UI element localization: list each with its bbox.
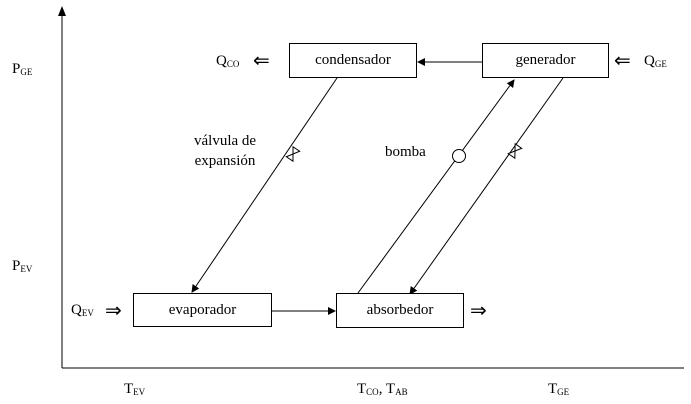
q-ev-label: QEV xyxy=(71,302,94,318)
p-ge-label: PGE xyxy=(12,61,33,77)
p-ev-label: PEV xyxy=(12,258,33,274)
arrow-condensador-to-evaporador xyxy=(191,77,338,293)
q-ge-label: QGE xyxy=(644,53,667,69)
absorbedor-box: absorbedor xyxy=(336,293,464,328)
t-ev-label: TEV xyxy=(124,381,146,397)
valve-label-line1: válvula de xyxy=(194,133,257,149)
arrow-absorbedor-to-generador xyxy=(357,79,515,294)
q-ab-arrow-icon: ⇒ xyxy=(470,298,487,322)
pump-label: bomba xyxy=(385,144,426,160)
valve-label-line2: expansión xyxy=(194,153,256,169)
t-ge-label: TGE xyxy=(548,381,570,397)
q-co-label: QCO xyxy=(216,53,240,69)
q-ev-arrow-icon: ⇒ xyxy=(105,298,122,322)
solution-valve-icon xyxy=(507,142,523,160)
y-axis-arrowhead xyxy=(58,6,66,16)
q-co-arrow-icon: ⇐ xyxy=(253,48,270,72)
expansion-valve-label: válvula de expansión xyxy=(194,131,256,171)
t-co-t-ab-label: TCO, TAB xyxy=(357,381,408,397)
pump-icon xyxy=(452,149,466,163)
q-ge-arrow-icon: ⇐ xyxy=(614,48,631,72)
arrow-generador-to-absorbedor xyxy=(409,77,564,295)
condensador-box: condensador xyxy=(289,43,417,78)
evaporador-box: evaporador xyxy=(133,293,272,327)
expansion-valve-icon xyxy=(285,145,301,163)
generador-box: generador xyxy=(482,43,609,78)
